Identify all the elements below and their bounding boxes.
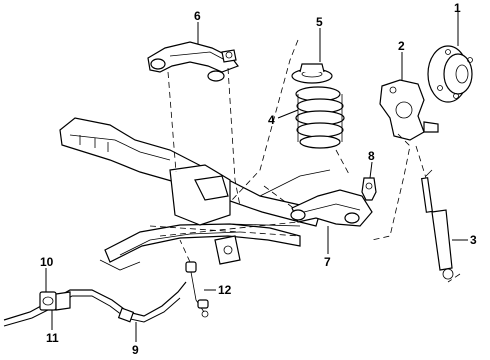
callout-labels: 1 2 3 4 5 6 7 8 9 10 11 12 [40, 1, 477, 357]
callout-12: 12 [218, 283, 232, 297]
assembly-guide-lines [149, 39, 461, 283]
stabilizer-bushing [39, 291, 71, 311]
ball-joint [361, 177, 377, 201]
hub-bearing [427, 45, 473, 103]
callout-4: 4 [268, 113, 275, 127]
shock-absorber [420, 169, 454, 280]
stabilizer-link [185, 261, 209, 318]
callout-1: 1 [454, 1, 461, 15]
callout-7: 7 [324, 255, 331, 269]
frame-crossmember [59, 117, 331, 271]
callout-3: 3 [470, 233, 477, 247]
steering-knuckle [379, 79, 439, 141]
lower-control-arm [290, 189, 373, 227]
spring-insulator [291, 63, 333, 84]
leader-lines [45, 12, 468, 342]
callout-10: 10 [40, 255, 54, 269]
callout-11: 11 [46, 331, 59, 345]
callout-6: 6 [194, 9, 201, 23]
callout-2: 2 [398, 39, 405, 53]
callout-9: 9 [132, 343, 139, 357]
upper-control-arm [147, 41, 239, 82]
stabilizer-bar [3, 281, 187, 327]
callout-5: 5 [316, 15, 323, 29]
coil-spring [295, 86, 345, 149]
callout-8: 8 [368, 149, 375, 163]
